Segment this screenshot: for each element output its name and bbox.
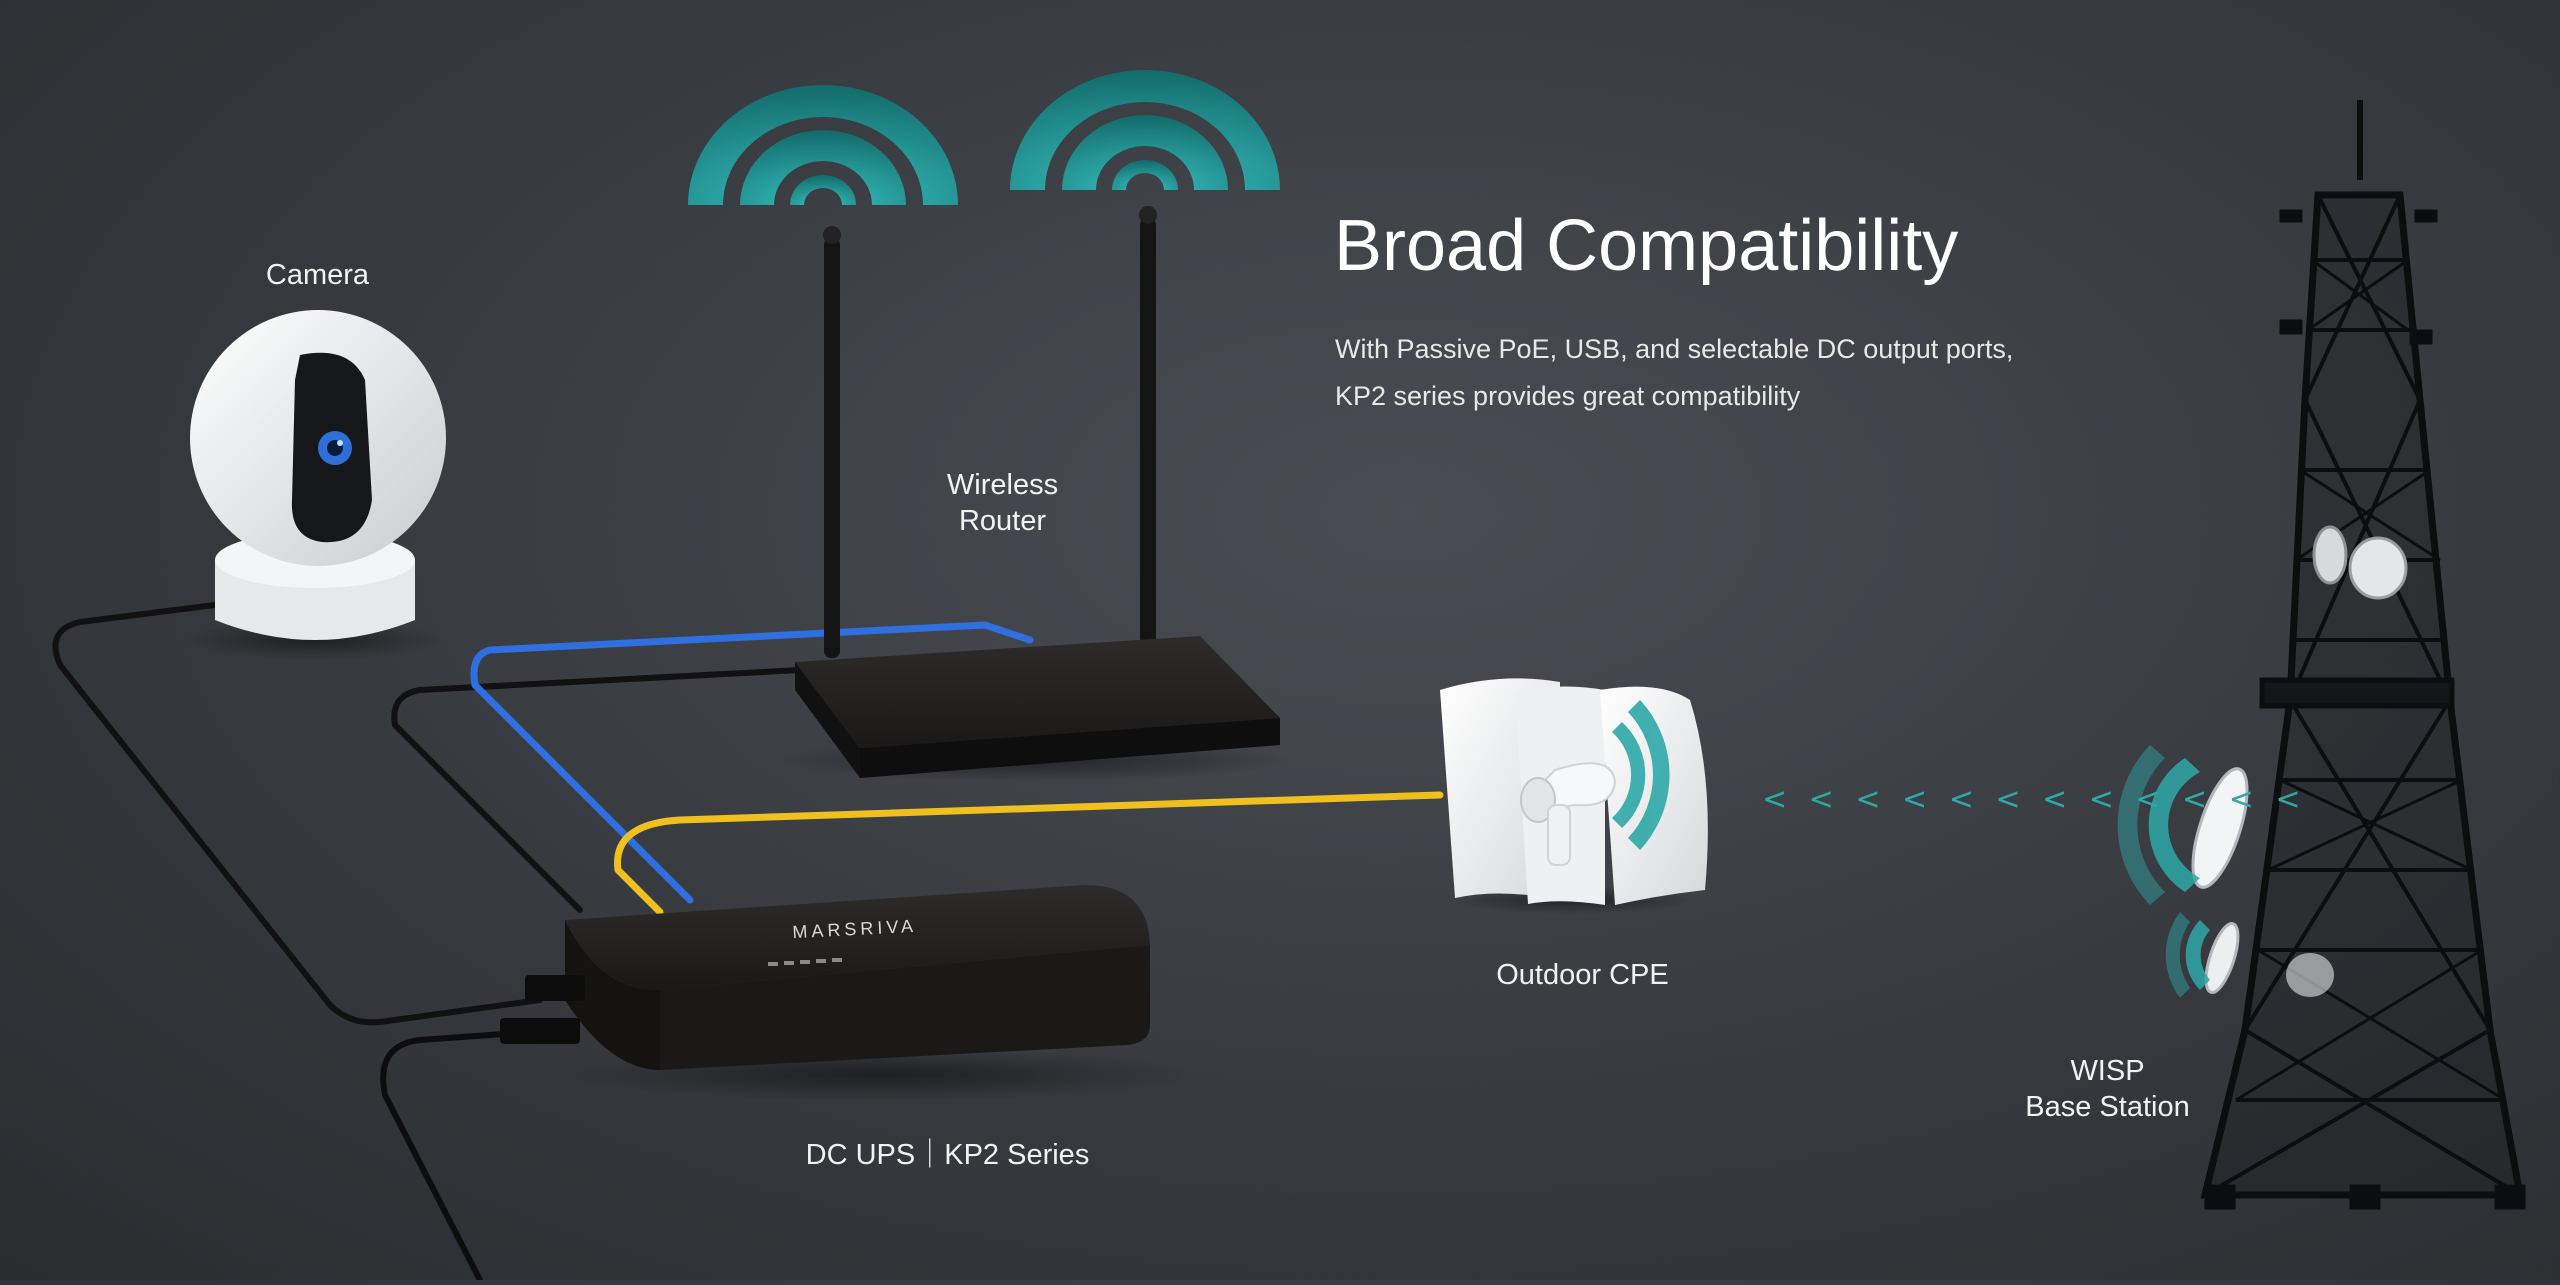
ups-device: MARSRIVA [500,885,1200,1101]
signal-chevrons: < < < < < < < < < < < < [1762,782,2307,817]
power-cable [380,1027,563,1283]
wisp-label-line-2: Base Station [2025,1091,2190,1123]
router-wifi-signal-right [1010,70,1280,190]
description: With Passive PoE, USB, and selectable DC… [1335,326,2013,420]
ups-status-leds [768,958,842,966]
wisp-label-line-1: WISP [2070,1055,2145,1087]
page-title: Broad Compatibility [1334,206,1959,286]
description-line-2: KP2 series provides great compatibility [1335,381,1801,411]
cables [52,602,1444,1283]
camera-cable [52,602,543,1026]
router-label: Wireless Router [910,467,1095,539]
tower-dish-antennas [2117,525,2408,998]
router-device [688,70,1295,782]
router-wifi-signal-left [688,85,958,205]
router-label-line-1: Wireless [946,469,1059,501]
wisp-tower [2200,100,2526,1210]
description-line-1: With Passive PoE, USB, and selectable DC… [1335,334,2014,364]
tower-signal-waves [2117,745,2210,998]
camera-device [185,310,446,660]
router-black-cable [391,667,803,913]
yellow-ethernet-cable [614,791,1444,916]
blue-ethernet-cable [470,621,1034,904]
cpe-label: Outdoor CPE [1496,959,1669,991]
camera-label: Camera [265,259,370,291]
ups-label: DC UPS｜KP2 Series [805,1139,1090,1171]
cpe-device [1440,678,1708,914]
wisp-label: WISP Base Station [2000,1053,2215,1125]
cpe-signal-waves [1612,700,1670,850]
router-label-line-2: Router [958,505,1047,537]
